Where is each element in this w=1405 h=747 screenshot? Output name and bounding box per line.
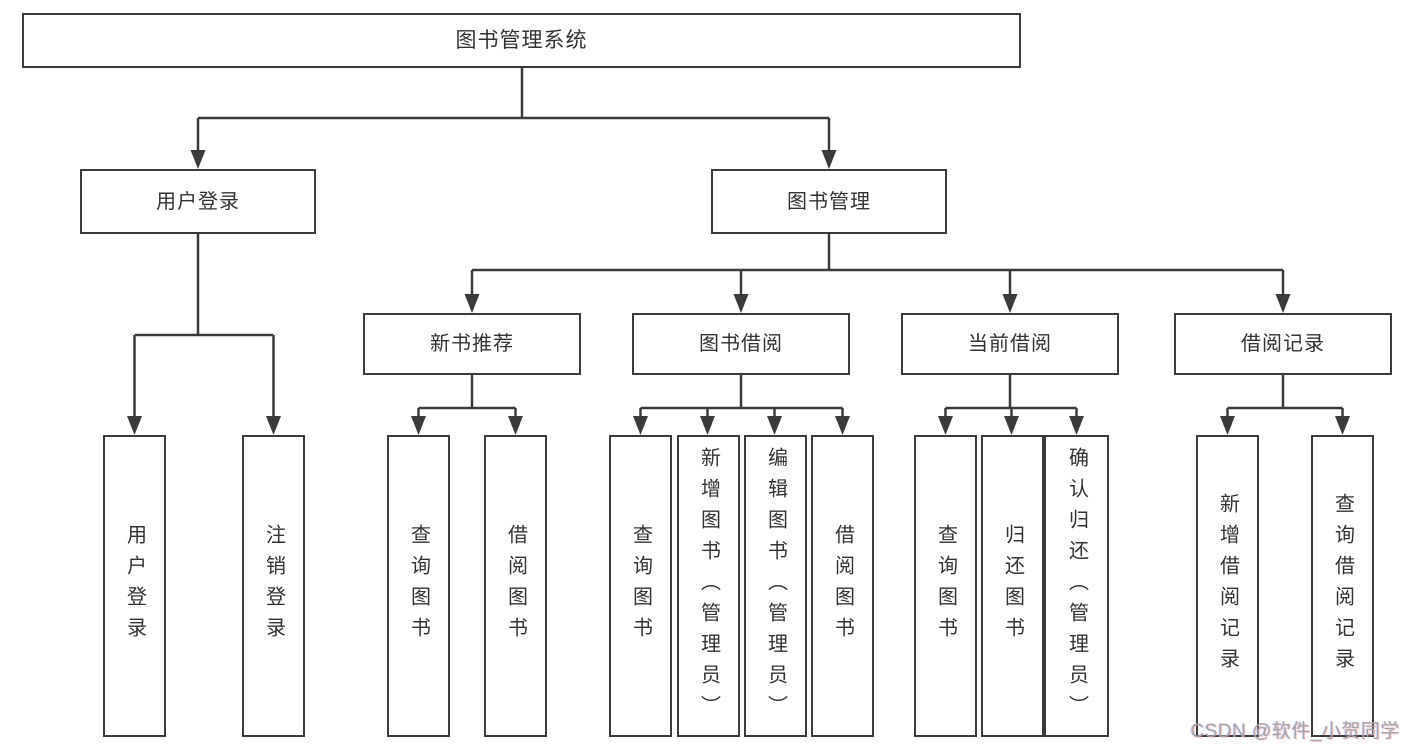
arrowhead-icon — [835, 416, 850, 435]
arrowhead-icons — [127, 150, 1350, 435]
leaf-return-book: 归还图书 — [981, 435, 1044, 737]
arrowhead-icon — [1002, 294, 1018, 313]
leaf-borrow-book: 借阅图书 — [811, 435, 874, 737]
arrowhead-icon — [1275, 294, 1291, 313]
leaf-edit-book-admin: 编辑图书（管理员） — [744, 435, 807, 737]
connector-path — [133, 68, 1344, 421]
arrowhead-icon — [127, 416, 142, 435]
watermark: CSDN @软件_小贺同学 — [1190, 721, 1400, 742]
node-user-login: 用户登录 — [80, 169, 316, 234]
leaf-add-borrow-record: 新增借阅记录 — [1196, 435, 1259, 737]
node-root-system: 图书管理系统 — [22, 13, 1021, 68]
arrowhead-icon — [411, 416, 426, 435]
leaf-user-login: 用户登录 — [103, 435, 166, 737]
arrowhead-icon — [464, 294, 480, 313]
leaf-confirm-return-admin: 确认归还（管理员） — [1044, 435, 1109, 737]
arrowhead-icon — [633, 416, 648, 435]
arrowhead-icon — [1069, 416, 1084, 435]
arrowhead-icon — [700, 416, 715, 435]
arrowhead-icon — [733, 294, 749, 313]
leaf-borrow-book-recommend: 借阅图书 — [484, 435, 547, 737]
arrowhead-icon — [767, 416, 782, 435]
arrowhead-icon — [1220, 416, 1235, 435]
leaf-query-book-recommend: 查询图书 — [387, 435, 450, 737]
leaf-query-borrow-record: 查询借阅记录 — [1311, 435, 1374, 737]
node-book-management: 图书管理 — [711, 169, 947, 234]
arrowhead-icon — [938, 416, 953, 435]
leaf-query-book-current: 查询图书 — [914, 435, 977, 737]
arrowhead-icon — [508, 416, 523, 435]
node-current-borrowing: 当前借阅 — [901, 313, 1119, 375]
node-borrowing-records: 借阅记录 — [1174, 313, 1392, 375]
arrowhead-icon — [266, 416, 281, 435]
leaf-query-book-borrow: 查询图书 — [609, 435, 672, 737]
arrowhead-icon — [821, 150, 837, 169]
leaf-add-book-admin: 新增图书（管理员） — [677, 435, 740, 737]
arrowhead-icon — [1004, 416, 1019, 435]
leaf-logout: 注销登录 — [242, 435, 305, 737]
node-new-book-recommend: 新书推荐 — [363, 313, 581, 375]
arrowhead-icon — [190, 150, 206, 169]
arrowhead-icon — [1335, 416, 1350, 435]
node-book-borrowing: 图书借阅 — [632, 313, 850, 375]
